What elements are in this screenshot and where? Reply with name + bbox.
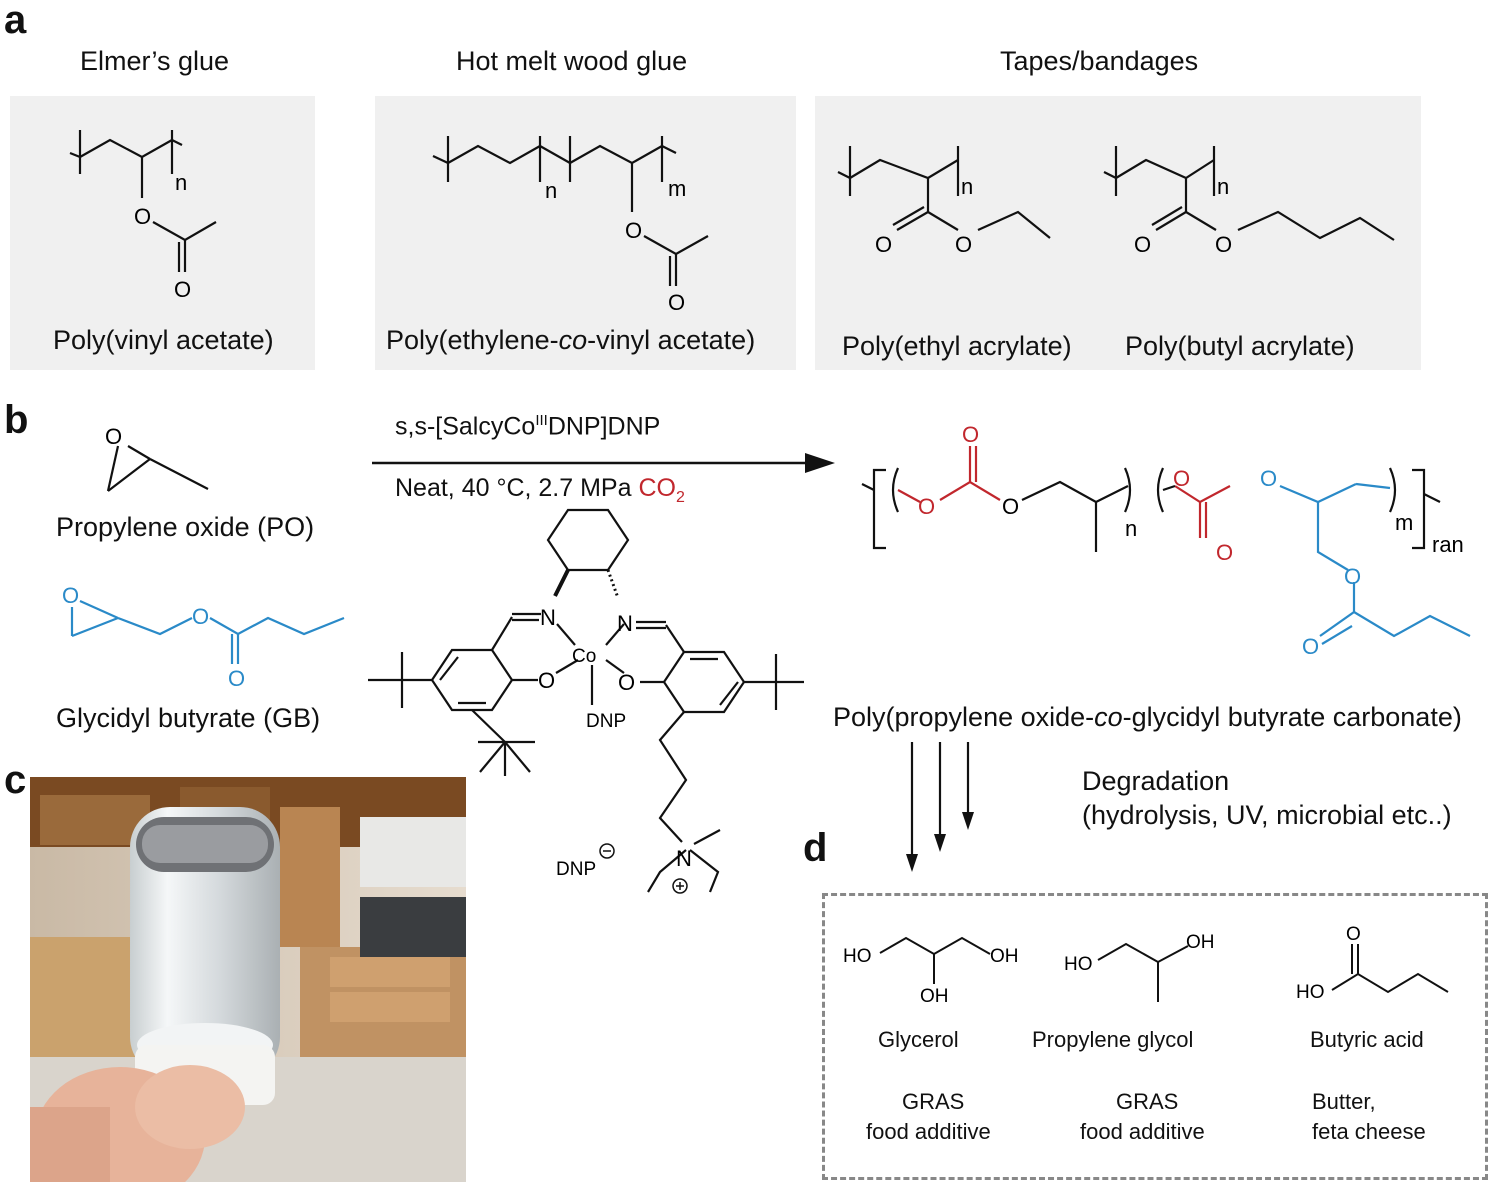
name-pba: Poly(butyl acrylate) bbox=[1125, 331, 1355, 361]
cat-DNP-axial: DNP bbox=[586, 711, 626, 732]
polymer-parens bbox=[891, 467, 1397, 513]
cat-O2: O bbox=[618, 670, 635, 695]
panel-letter-d: d bbox=[803, 826, 828, 870]
glycerol-line1: GRAS bbox=[902, 1089, 965, 1114]
svg-text:O: O bbox=[918, 494, 935, 519]
panel-letter-a: a bbox=[4, 0, 27, 42]
pva-n: n bbox=[175, 170, 187, 195]
degradation-arrows bbox=[906, 742, 974, 872]
svg-text:HO: HO bbox=[1296, 982, 1325, 1003]
butyric-line2: feta cheese bbox=[1312, 1119, 1426, 1144]
gb-O2: O bbox=[192, 604, 209, 629]
label-po: Propylene oxide (PO) bbox=[56, 512, 315, 542]
pea-atoms: O O n bbox=[875, 174, 973, 257]
polymer-m: m bbox=[1395, 510, 1413, 535]
polymer-ran: ran bbox=[1432, 532, 1464, 557]
svg-text:O: O bbox=[625, 218, 642, 243]
pva-atoms: O O n bbox=[134, 170, 191, 302]
svg-text:m: m bbox=[668, 176, 686, 201]
svg-text:O: O bbox=[1344, 564, 1361, 589]
box-pva bbox=[10, 96, 315, 370]
svg-text:n: n bbox=[961, 174, 973, 199]
title-tapes-bandages: Tapes/bandages bbox=[1000, 46, 1199, 76]
label-gb: Glycidyl butyrate (GB) bbox=[56, 703, 321, 733]
catalyst-structure bbox=[368, 508, 804, 893]
cat-Co: Co bbox=[572, 646, 596, 667]
name-pva: Poly(vinyl acetate) bbox=[53, 325, 274, 355]
svg-text:O: O bbox=[1002, 494, 1019, 519]
plus-charge-icon bbox=[672, 878, 688, 894]
pba-atoms: O O n bbox=[1134, 174, 1232, 257]
svg-text:O: O bbox=[1173, 466, 1190, 491]
svg-text:O: O bbox=[1215, 232, 1232, 257]
panel-b-diagram: O O O O bbox=[62, 422, 1471, 894]
butyric-line1: Butter, bbox=[1312, 1089, 1376, 1114]
svg-text:O: O bbox=[875, 232, 892, 257]
peva-italic: co bbox=[558, 325, 588, 355]
polymer-blue-bonds bbox=[1279, 482, 1471, 645]
svg-text:O: O bbox=[668, 290, 685, 315]
svg-text:O: O bbox=[1302, 634, 1319, 659]
cat-N1: N bbox=[540, 605, 556, 630]
svg-text:O: O bbox=[1260, 466, 1277, 491]
gb-structure bbox=[70, 599, 345, 664]
box-peva bbox=[375, 96, 796, 370]
reaction-arrow bbox=[372, 453, 835, 473]
polymer-n: n bbox=[1125, 516, 1137, 541]
pva-O2: O bbox=[174, 277, 191, 302]
polymer-name: Poly(propylene oxide-co-glycidyl butyrat… bbox=[833, 702, 1462, 732]
gb-O3: O bbox=[228, 666, 245, 691]
name-peva: Poly(ethylene-co-vinyl acetate) bbox=[386, 325, 755, 356]
polymer-red-bonds bbox=[897, 446, 1231, 538]
cat-O1: O bbox=[538, 668, 555, 693]
product-name-butyric-acid: Butyric acid bbox=[1310, 1027, 1424, 1052]
polymer-black-bonds bbox=[1021, 480, 1176, 552]
cat-DNP-counter: DNP bbox=[556, 859, 596, 880]
svg-text:O: O bbox=[962, 422, 979, 447]
panel-letter-c: c bbox=[4, 758, 27, 802]
peva-pre: Poly(ethylene- bbox=[386, 325, 559, 355]
peva-atoms: O O n m bbox=[545, 176, 686, 315]
title-hot-melt-wood-glue: Hot melt wood glue bbox=[456, 46, 688, 76]
product-name-glycerol: Glycerol bbox=[878, 1027, 959, 1052]
svg-text:n: n bbox=[545, 178, 557, 203]
svg-text:O: O bbox=[955, 232, 972, 257]
glycerol-line2: food additive bbox=[866, 1119, 991, 1144]
svg-text:n: n bbox=[1217, 174, 1229, 199]
box-acrylates bbox=[815, 96, 1421, 370]
products-box bbox=[822, 893, 1488, 1180]
conditions-label: Neat, 40 °C, 2.7 MPa CO2 bbox=[395, 474, 685, 506]
peva-post: -vinyl acetate) bbox=[587, 325, 756, 355]
panel-d-structures: HO OH OH HO OH HO O bbox=[843, 924, 1449, 1007]
gb-O1: O bbox=[62, 583, 79, 608]
pg-line2: food additive bbox=[1080, 1119, 1205, 1144]
svg-text:O: O bbox=[1346, 924, 1361, 945]
title-elmers-glue: Elmer’s glue bbox=[80, 46, 230, 76]
minus-charge-icon bbox=[599, 843, 615, 859]
svg-text:O: O bbox=[1216, 540, 1233, 565]
svg-text:OH: OH bbox=[1186, 932, 1215, 953]
po-O: O bbox=[105, 424, 122, 449]
catalyst-label: s,s-[SalcyCoIIIDNP]DNP bbox=[395, 412, 661, 441]
svg-text:HO: HO bbox=[843, 946, 872, 967]
panel-letter-b: b bbox=[4, 398, 29, 442]
svg-text:O: O bbox=[1134, 232, 1151, 257]
vial-photo bbox=[30, 777, 466, 1182]
degradation-title: Degradation bbox=[1082, 766, 1230, 796]
svg-text:OH: OH bbox=[990, 946, 1019, 967]
degradation-detail: (hydrolysis, UV, microbial etc..) bbox=[1082, 800, 1452, 830]
svg-text:HO: HO bbox=[1064, 954, 1093, 975]
panel-a-structures: O O n O O n m O O bbox=[69, 130, 1395, 315]
vial-photo-drawing bbox=[30, 777, 466, 1182]
po-structure bbox=[106, 445, 209, 492]
cat-N2: N bbox=[617, 611, 633, 636]
pg-line1: GRAS bbox=[1116, 1089, 1179, 1114]
product-name-propylene-glycol: Propylene glycol bbox=[1032, 1027, 1194, 1052]
pva-O1: O bbox=[134, 204, 151, 229]
name-pea: Poly(ethyl acrylate) bbox=[842, 331, 1072, 361]
cat-N3: N bbox=[676, 846, 692, 871]
polymer-brackets bbox=[861, 468, 1441, 550]
svg-text:OH: OH bbox=[920, 986, 949, 1007]
